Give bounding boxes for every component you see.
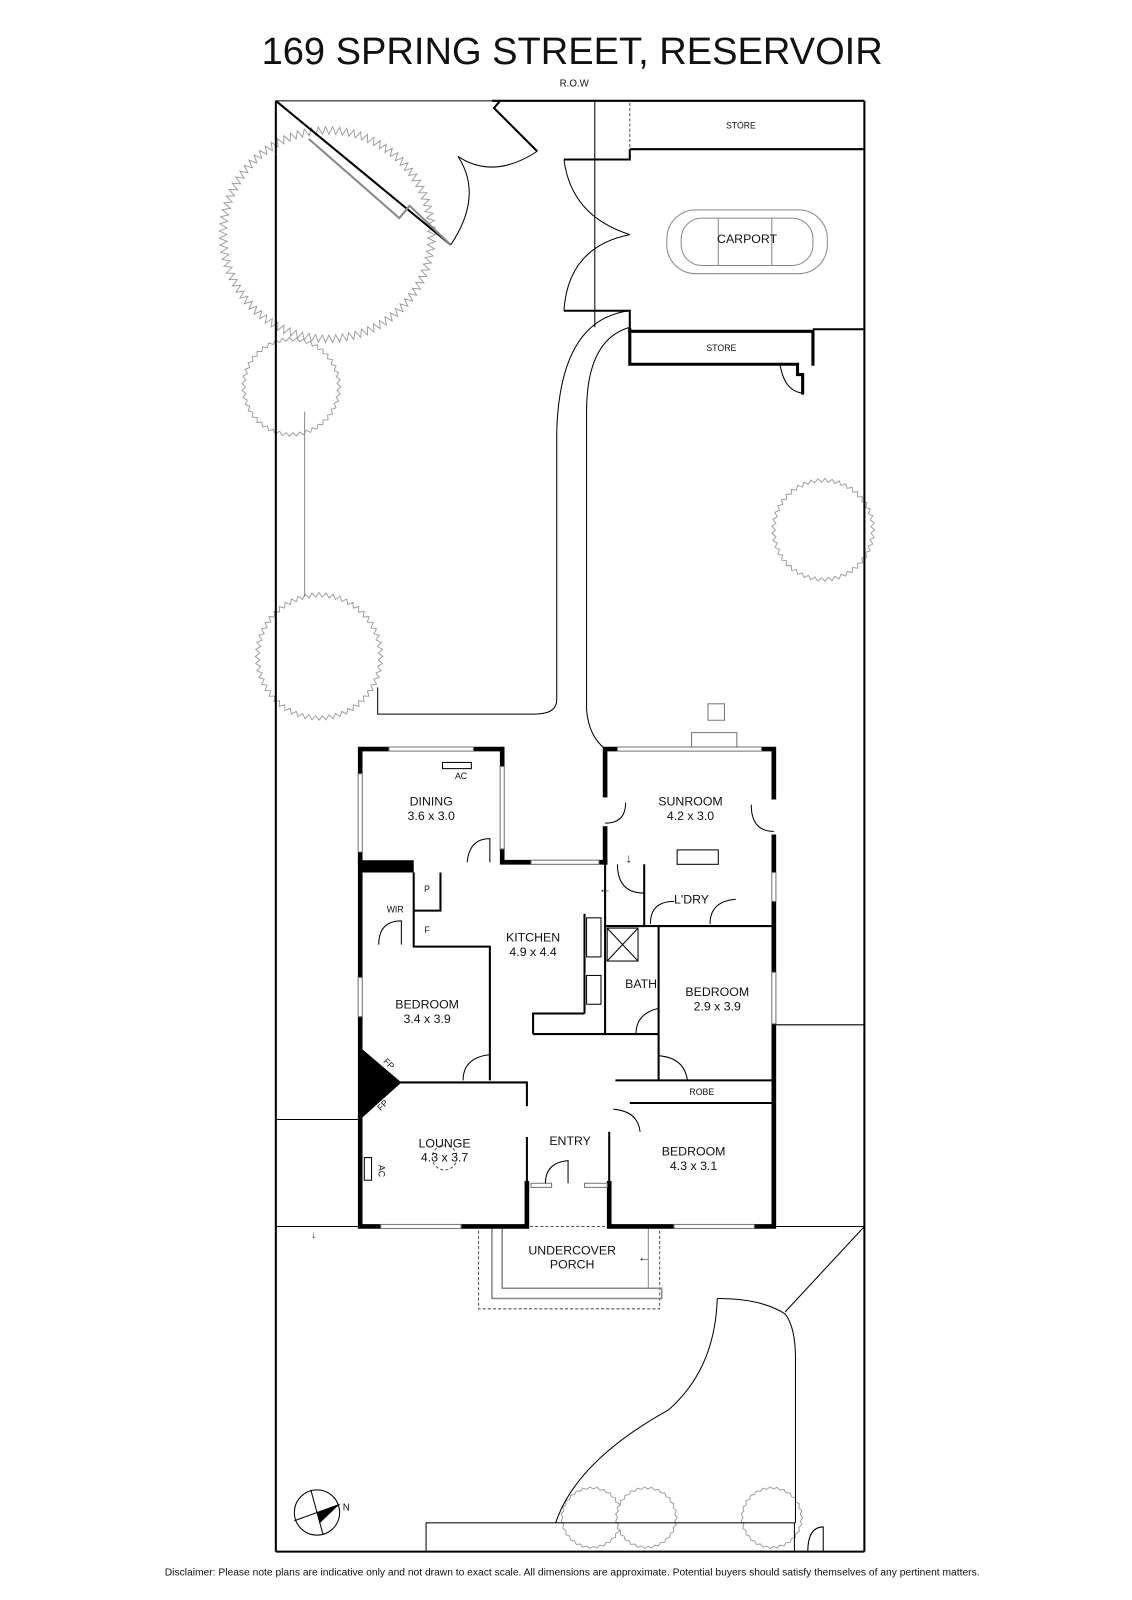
arrow-icon: ←	[599, 882, 611, 896]
svg-text:3.4 x 3.9: 3.4 x 3.9	[403, 1012, 450, 1026]
svg-text:LOUNGE: LOUNGE	[419, 1136, 471, 1150]
room-dining: DINING 3.6 x 3.0 AC	[408, 771, 468, 823]
room-laundry: L'DRY	[674, 892, 709, 906]
svg-text:AC: AC	[377, 1165, 387, 1177]
svg-text:BEDROOM: BEDROOM	[685, 985, 749, 999]
house	[357, 703, 777, 1230]
lot-boundary	[274, 99, 866, 1553]
arrow-icon: ←	[638, 1250, 650, 1264]
trees	[218, 125, 876, 1550]
arrow-icon: ↓	[311, 1230, 316, 1241]
tree-icon	[241, 336, 342, 437]
svg-text:STORE: STORE	[706, 343, 736, 353]
rear-gate	[275, 100, 538, 246]
car-icon	[666, 209, 828, 275]
room-wir: WIR	[387, 905, 404, 915]
disclaimer: Disclaimer: Please note plans are indica…	[165, 1567, 980, 1578]
svg-text:UNDERCOVER: UNDERCOVER	[528, 1243, 616, 1257]
room-lounge: LOUNGE 4.3 x 3.7 AC	[377, 1136, 471, 1177]
tree-icon	[615, 1486, 678, 1550]
room-bedroom-2: BEDROOM 2.9 x 3.9	[685, 985, 749, 1013]
svg-text:N: N	[343, 1502, 350, 1513]
svg-text:4.2 x 3.0: 4.2 x 3.0	[667, 809, 714, 823]
room-robe: ROBE	[689, 1087, 714, 1097]
svg-text:3.6 x 3.0: 3.6 x 3.0	[408, 809, 455, 823]
tree-icon	[740, 1486, 804, 1550]
undercover-porch: UNDERCOVER PORCH ←	[478, 1225, 663, 1310]
store-lower: STORE	[628, 327, 815, 395]
room-sunroom: SUNROOM 4.2 x 3.0	[658, 795, 722, 823]
svg-text:BEDROOM: BEDROOM	[395, 997, 459, 1011]
room-pantry: P	[424, 884, 430, 894]
carport: CARPORT	[563, 149, 865, 331]
svg-text:4.9 x 4.4: 4.9 x 4.4	[509, 945, 556, 959]
svg-text:2.9 x 3.9: 2.9 x 3.9	[694, 999, 741, 1013]
room-entry: ENTRY	[549, 1134, 591, 1148]
room-fridge: F	[424, 925, 429, 935]
svg-text:4.3 x 3.1: 4.3 x 3.1	[670, 1159, 717, 1173]
room-bedroom-3: BEDROOM 4.3 x 3.1	[662, 1144, 726, 1172]
svg-text:SUNROOM: SUNROOM	[658, 795, 722, 809]
svg-text:BEDROOM: BEDROOM	[662, 1144, 726, 1158]
tree-icon	[560, 1486, 624, 1550]
svg-text:AC: AC	[455, 771, 467, 781]
store-top: STORE	[629, 121, 865, 151]
tree-icon	[771, 477, 876, 583]
room-bedroom-1: BEDROOM 3.4 x 3.9	[395, 997, 459, 1025]
tree-icon	[254, 591, 384, 722]
svg-text:DINING: DINING	[410, 795, 453, 809]
front-yard: ↓	[275, 1024, 865, 1553]
svg-text:STORE: STORE	[726, 121, 756, 131]
room-bath: BATH	[625, 977, 657, 991]
row-label: R.O.W	[560, 78, 590, 89]
svg-text:4.3 x 3.7: 4.3 x 3.7	[421, 1151, 468, 1165]
svg-text:KITCHEN: KITCHEN	[506, 930, 560, 944]
svg-text:CARPORT: CARPORT	[717, 232, 778, 246]
driveway-path	[304, 310, 630, 750]
compass-icon: N	[293, 1489, 350, 1536]
svg-text:PORCH: PORCH	[550, 1258, 595, 1272]
room-kitchen: KITCHEN 4.9 x 4.4	[506, 930, 560, 958]
tree-icon	[218, 125, 437, 344]
arrow-icon: ↓	[626, 851, 632, 865]
page-title: 169 SPRING STREET, RESERVOIR	[262, 31, 883, 73]
